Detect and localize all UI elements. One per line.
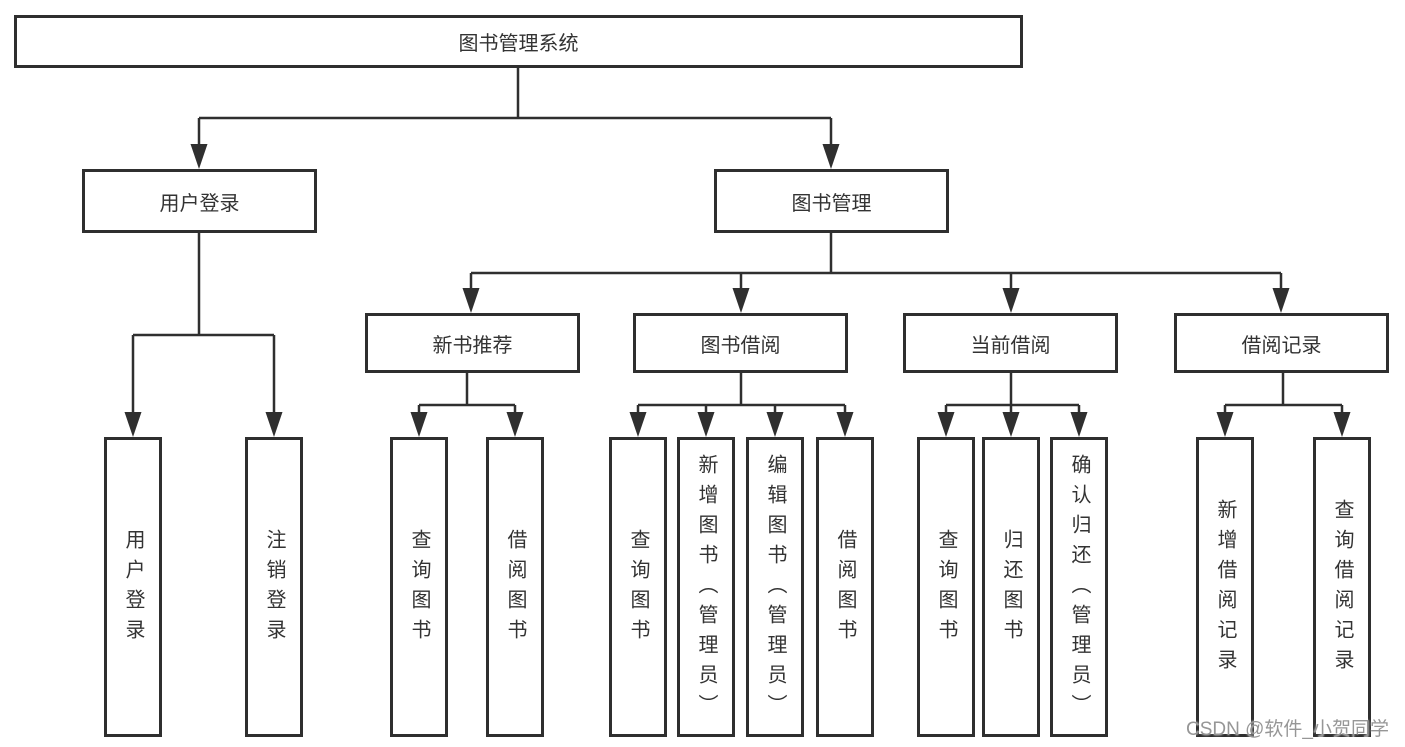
- node-label: 查询借阅记录: [1331, 499, 1353, 679]
- node-label: 用户登录: [159, 192, 240, 215]
- node-leaf-query-books-3: 查询图书: [917, 437, 975, 737]
- node-label: 归还图书: [1000, 529, 1022, 649]
- node-label: 查询图书: [627, 529, 649, 649]
- node-leaf-edit-books-admin: 编辑图书（管理员）: [746, 437, 804, 737]
- node-label: 新书推荐: [432, 334, 513, 357]
- node-leaf-confirm-return-admin: 确认归还（管理员）: [1050, 437, 1108, 737]
- node-leaf-borrow-books-2: 借阅图书: [816, 437, 874, 737]
- node-leaf-user-login: 用户登录: [104, 437, 162, 737]
- node-leaf-return-books: 归还图书: [982, 437, 1040, 737]
- arrowhead-group: [124, 144, 1351, 437]
- node-leaf-query-books-2: 查询图书: [609, 437, 667, 737]
- node-label: 编辑图书（管理员）: [764, 454, 786, 724]
- node-label: 图书管理: [791, 192, 872, 215]
- node-leaf-add-books-admin: 新增图书（管理员）: [677, 437, 735, 737]
- node-new-book-recommend: 新书推荐: [365, 313, 580, 373]
- node-book-borrowing: 图书借阅: [633, 313, 848, 373]
- node-library-management-system: 图书管理系统: [14, 15, 1023, 68]
- node-label: 用户登录: [122, 529, 144, 649]
- node-label: 注销登录: [263, 529, 285, 649]
- node-leaf-add-borrow-record: 新增借阅记录: [1196, 437, 1254, 737]
- node-leaf-query-borrow-record: 查询借阅记录: [1313, 437, 1371, 737]
- node-label: 确认归还（管理员）: [1068, 454, 1090, 724]
- node-label: 借阅图书: [504, 529, 526, 649]
- watermark: CSDN @软件_小贺同学: [1186, 719, 1389, 740]
- node-borrowing-records: 借阅记录: [1174, 313, 1389, 373]
- node-label: 新增借阅记录: [1214, 499, 1236, 679]
- node-user-login: 用户登录: [82, 169, 317, 233]
- node-label: 当前借阅: [970, 334, 1051, 357]
- node-book-management: 图书管理: [714, 169, 949, 233]
- node-label: 借阅记录: [1241, 334, 1322, 357]
- node-label: 图书借阅: [700, 334, 781, 357]
- node-label: 查询图书: [408, 529, 430, 649]
- node-label: 新增图书（管理员）: [695, 454, 717, 724]
- node-label: 查询图书: [935, 529, 957, 649]
- node-leaf-borrow-books-1: 借阅图书: [486, 437, 544, 737]
- node-label: 图书管理系统: [458, 33, 579, 55]
- node-leaf-logout: 注销登录: [245, 437, 303, 737]
- node-current-borrowing: 当前借阅: [903, 313, 1118, 373]
- node-label: 借阅图书: [834, 529, 856, 649]
- node-leaf-query-books-1: 查询图书: [390, 437, 448, 737]
